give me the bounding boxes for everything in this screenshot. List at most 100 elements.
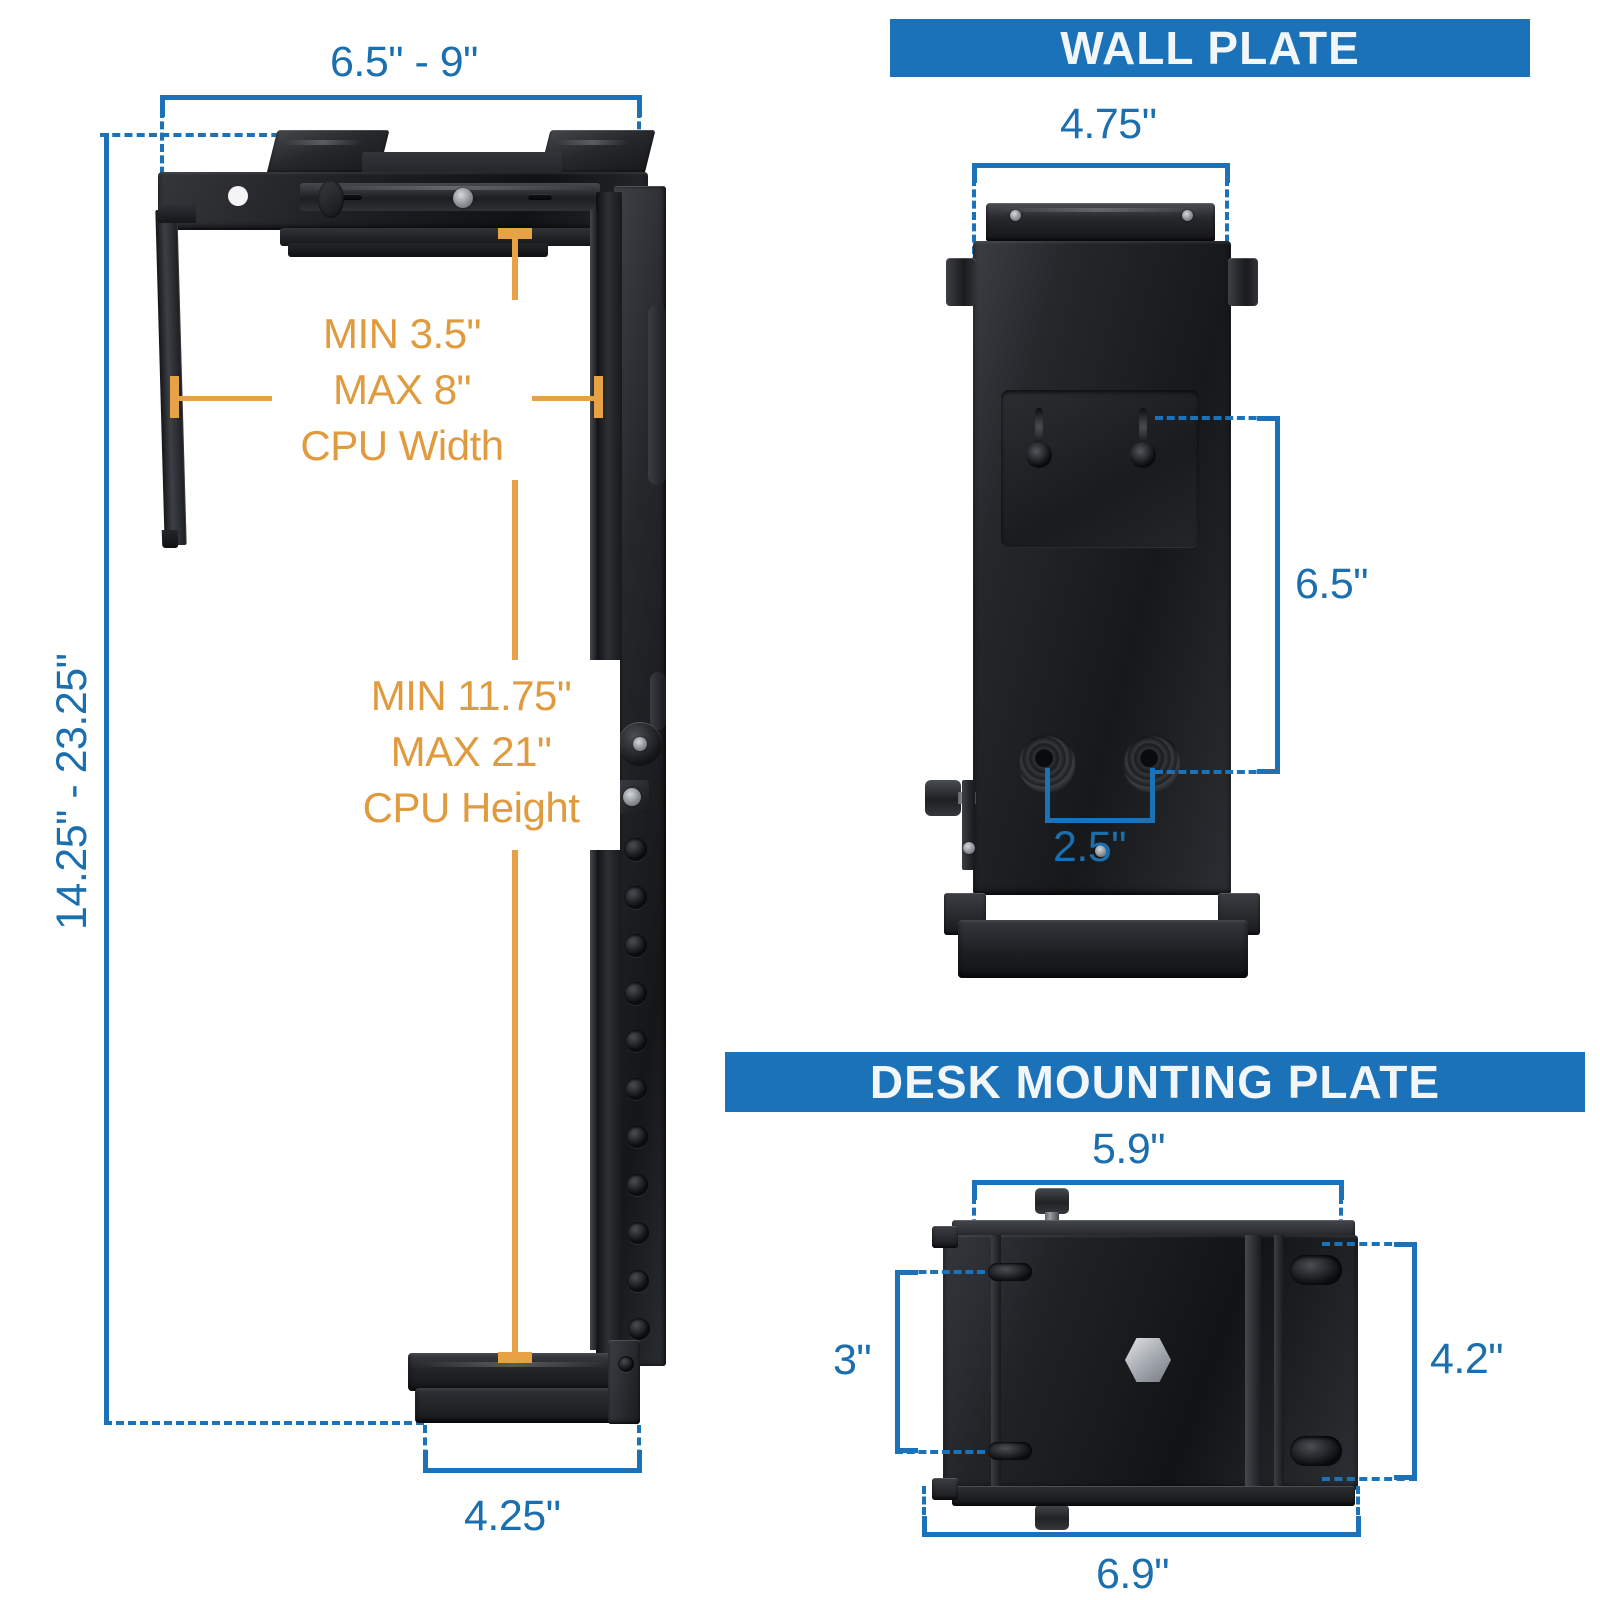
wall-plate-side-bracket-screw [963, 842, 975, 854]
desk-plate-rib-right [1274, 1235, 1284, 1490]
desk-plate-slot-bottom-right [1290, 1436, 1342, 1466]
desk-plate-rib-left [991, 1235, 1001, 1490]
bracket-adjust-hole [626, 1126, 648, 1148]
desk-plate-right-dim-extension-bottom [1322, 1477, 1417, 1481]
base-depth-extension-right [637, 1425, 641, 1470]
bracket-adjust-hole [627, 1222, 649, 1244]
bracket-side-pad-upper [648, 305, 666, 485]
bracket-oval-grommet [318, 180, 344, 218]
desk-plate-slot-top-left [988, 1263, 1032, 1281]
desk-plate-top-width-tick-left [972, 1180, 977, 1200]
wall-plate-width-extension-right [1225, 178, 1229, 288]
bracket-slide-notch-left [338, 194, 362, 200]
bracket-width-extension-left [160, 110, 164, 220]
wall-plate-vert-dim-extension-bottom [1155, 770, 1280, 774]
desk-plate-slot-bottom-left [988, 1442, 1032, 1460]
wall-plate-top-screw-left [1010, 210, 1021, 221]
bracket-base-shelf-hilite [418, 1362, 608, 1367]
desk-plate-top-thumbscrew [1035, 1188, 1069, 1214]
bracket-rail-under-bar [288, 243, 548, 257]
desk-plate-bottom-edge [952, 1486, 1355, 1506]
base-depth-label: 4.25" [464, 1492, 561, 1540]
wall-plate-vert-dim-line [1275, 416, 1280, 774]
cpu-width-min-label: MIN 3.5" [323, 310, 481, 357]
cpu-width-max-label: MAX 8" [333, 366, 471, 413]
desk-plate-badge: DESK MOUNTING PLATE [725, 1052, 1585, 1112]
wall-plate-vert-dim-tick-bottom [1257, 769, 1280, 774]
wall-plate-badge: WALL PLATE [890, 19, 1530, 77]
bracket-base-riser-hole [618, 1356, 634, 1372]
desk-plate-left-dim-extension-top [895, 1270, 985, 1274]
bracket-adjust-hole [625, 1078, 647, 1100]
base-depth-extension-left [423, 1425, 427, 1470]
bracket-slide-notch-right [528, 194, 552, 200]
wall-plate-bottom-tray [958, 920, 1248, 978]
cpu-width-caption: CPU Width [300, 422, 504, 469]
desk-plate-figure: DESK MOUNTING PLATE 5.9" [700, 1020, 1600, 1600]
bracket-width-tick-left [160, 95, 165, 117]
bracket-adjust-hole [624, 982, 647, 1005]
bracket-height-label: 14.25" - 23.25" [48, 653, 96, 930]
wall-plate-width-measure-line [972, 163, 1230, 168]
desk-plate-bottom-width-label: 6.9" [1096, 1550, 1170, 1598]
bracket-tension-knob-screw [633, 737, 647, 751]
wall-plate-vert-dim-extension-top [1155, 416, 1280, 420]
wall-plate-center-screw [1095, 845, 1107, 857]
wall-plate-vert-dim-tick-top [1257, 416, 1280, 421]
bracket-adjust-hole [624, 886, 647, 909]
desk-plate-bottom-width-tick-left [922, 1516, 927, 1537]
wall-plate-figure: WALL PLATE 4.75" [700, 0, 1600, 1010]
desk-plate-left-dim-tick-top [895, 1270, 918, 1275]
bracket-adjust-hole [626, 1174, 648, 1196]
desk-plate-top-width-measure-line [972, 1180, 1344, 1185]
wall-plate-width-tick-right [1225, 163, 1230, 183]
cpu-height-guide-cap-bottom [498, 1352, 532, 1363]
desk-plate-right-dim-extension-top [1322, 1242, 1417, 1246]
bracket-top-extension-line [100, 133, 365, 137]
base-depth-measure-line [423, 1468, 642, 1473]
wall-plate-main-face [973, 241, 1231, 895]
desk-plate-slot-top-right [1290, 1255, 1342, 1285]
desk-plate-bottom-width-extension-right [1356, 1486, 1360, 1536]
bracket-rail-hole [228, 186, 248, 206]
wall-plate-horiz-dim-tick-right [1150, 768, 1155, 822]
desk-plate-right-dim-tick-top [1394, 1242, 1417, 1247]
main-bracket-figure: 6.5" - 9" 14.25" - 23.25" 4.25" [0, 0, 700, 1600]
wall-plate-side-knob-left [946, 258, 976, 306]
desk-plate-bottom-width-tick-right [1356, 1516, 1361, 1537]
desk-plate-right-dim-line [1412, 1242, 1417, 1480]
cpu-height-label-backdrop [340, 660, 620, 850]
bracket-height-measure-line [104, 133, 109, 1423]
bracket-bottom-extension-line [104, 1421, 424, 1425]
desk-plate-left-dim-extension-bottom [895, 1450, 985, 1454]
wall-plate-width-tick-left [972, 163, 977, 183]
bracket-width-label: 6.5" - 9" [330, 38, 478, 86]
wall-plate-thumbscrew-knob [925, 780, 961, 816]
desk-plate-top-width-tick-right [1339, 1180, 1344, 1200]
base-depth-tick-right [637, 1450, 642, 1473]
desk-plate-bottom-width-measure-line [922, 1532, 1361, 1537]
cpu-height-caption: CPU Height [362, 784, 580, 831]
wall-plate-top-rail [986, 203, 1215, 241]
wall-plate-keyhole-right [1128, 408, 1158, 468]
bracket-base-riser [608, 1340, 640, 1424]
cpu-width-guide-cap-top [498, 228, 532, 239]
desk-plate-left-dim-tick-bottom [895, 1448, 918, 1453]
bracket-base-shelf-front [415, 1388, 627, 1423]
wall-plate-width-label: 4.75" [1060, 100, 1157, 148]
desk-plate-left-dim-line [895, 1270, 900, 1452]
cpu-width-tick-left [170, 376, 179, 418]
wall-plate-keyhole-left [1024, 408, 1054, 468]
wall-plate-horiz-dim-label: 2.5" [1053, 823, 1127, 871]
desk-plate-left-dim-label: 3" [833, 1336, 872, 1384]
wall-plate-horiz-dim-tick-left [1045, 768, 1050, 822]
bracket-left-strap-tip [161, 530, 179, 548]
bracket-center-screw [453, 188, 473, 208]
cpu-width-tick-right [594, 376, 603, 418]
desk-plate-tab-bottom-left [932, 1478, 958, 1500]
bracket-adjust-hole [625, 1030, 647, 1052]
wall-plate-top-rail-hilite [996, 208, 1201, 212]
bracket-side-pad-lower [650, 672, 666, 730]
desk-plate-bottom-thumbscrew [1035, 1504, 1069, 1530]
